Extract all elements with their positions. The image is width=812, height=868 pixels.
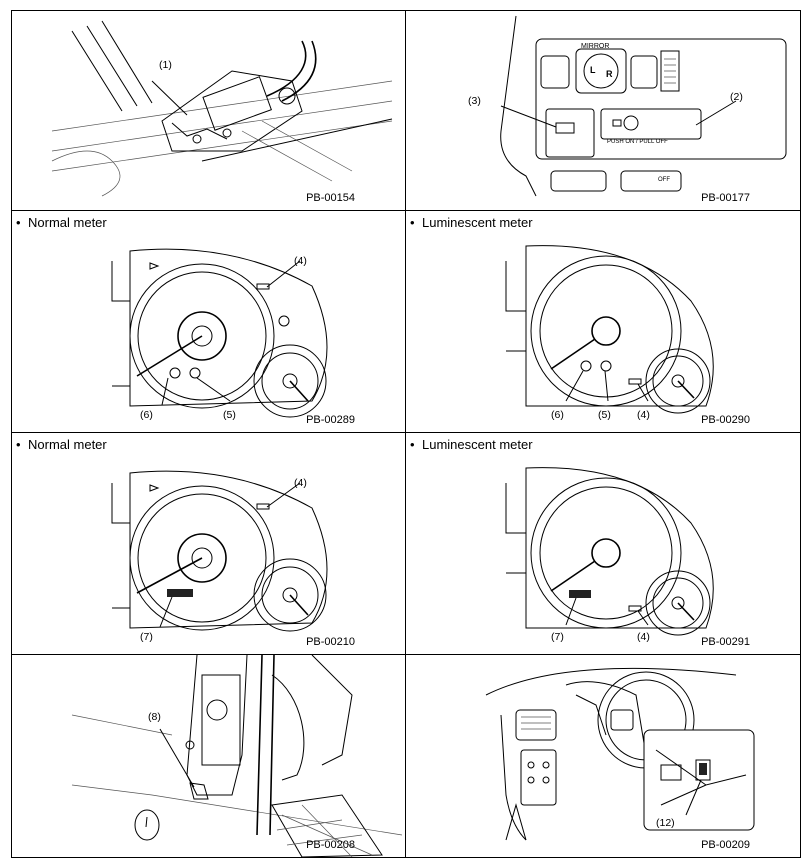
callout-4: (4) [637, 631, 650, 643]
bullet-icon: • [16, 437, 21, 452]
bullet-icon: • [410, 215, 415, 230]
figure-code: PB-00209 [701, 839, 750, 851]
bullet-icon: • [410, 437, 415, 452]
callout-5: (5) [598, 409, 611, 421]
callout-4: (4) [294, 477, 307, 489]
panel-parking-brake-unit: (1) PB-00154 [12, 11, 406, 211]
figure-code: PB-00289 [306, 414, 355, 426]
luminescent-meter-illustration [505, 467, 714, 636]
figure-code: PB-00208 [306, 839, 355, 851]
normal-meter-illustration [111, 470, 328, 632]
mirror-label: MIRROR [581, 43, 610, 50]
callout-4: (4) [637, 409, 650, 421]
figure-table: (1) PB-00154 MIRROR L R PUSH ON / PULL O… [11, 10, 801, 858]
switch-panel-illustration [500, 15, 787, 197]
luminescent-meter-illustration [505, 245, 714, 414]
panel-normal-meter-1: •Normal meter (4) (6) (5) PB-00289 [12, 211, 406, 433]
mirror-l-label: L [590, 65, 596, 75]
panel-heading: •Normal meter [16, 215, 107, 230]
panel-heading: •Normal meter [16, 437, 107, 452]
panel-luminescent-meter-1: •Luminescent meter (6) (5) (4) PB-00290 [406, 211, 800, 433]
callout-3: (3) [468, 95, 481, 107]
figure-code: PB-00210 [306, 636, 355, 648]
panel-luminescent-meter-2: •Luminescent meter (7) (4) PB-00291 [406, 433, 800, 655]
callout-7: (7) [140, 631, 153, 643]
panel-heading: •Luminescent meter [410, 215, 533, 230]
normal-meter-illustration [111, 248, 328, 418]
panel-instrument-panel: (12) PB-00209 [406, 655, 800, 857]
callout-6: (6) [551, 409, 564, 421]
off-label: OFF [658, 177, 670, 183]
callout-6: (6) [140, 409, 153, 421]
panel-parking-brake-switch: MIRROR L R PUSH ON / PULL OFF OFF (3) (2… [406, 11, 800, 211]
figure-code: PB-00291 [701, 636, 750, 648]
callout-8: (8) [148, 711, 161, 723]
panel-normal-meter-2: •Normal meter (4) (7) PB-00210 [12, 433, 406, 655]
callout-7: (7) [551, 631, 564, 643]
callout-4: (4) [294, 255, 307, 267]
callout-2: (2) [730, 91, 743, 103]
figure-code: PB-00290 [701, 414, 750, 426]
callout-1: (1) [159, 59, 172, 71]
parking-brake-unit-illustration [51, 20, 393, 197]
figure-code: PB-00154 [306, 192, 355, 204]
callout-12: (12) [656, 817, 675, 829]
callout-5: (5) [223, 409, 236, 421]
figure-code: PB-00177 [701, 192, 750, 204]
panel-pedal-area: (8) PB-00208 [12, 655, 406, 857]
bullet-icon: • [16, 215, 21, 230]
pedal-area-illustration [71, 655, 403, 857]
panel-heading: •Luminescent meter [410, 437, 533, 452]
push-pull-label: PUSH ON / PULL OFF [607, 139, 668, 145]
mirror-r-label: R [606, 69, 613, 79]
instrument-panel-illustration [485, 667, 755, 841]
